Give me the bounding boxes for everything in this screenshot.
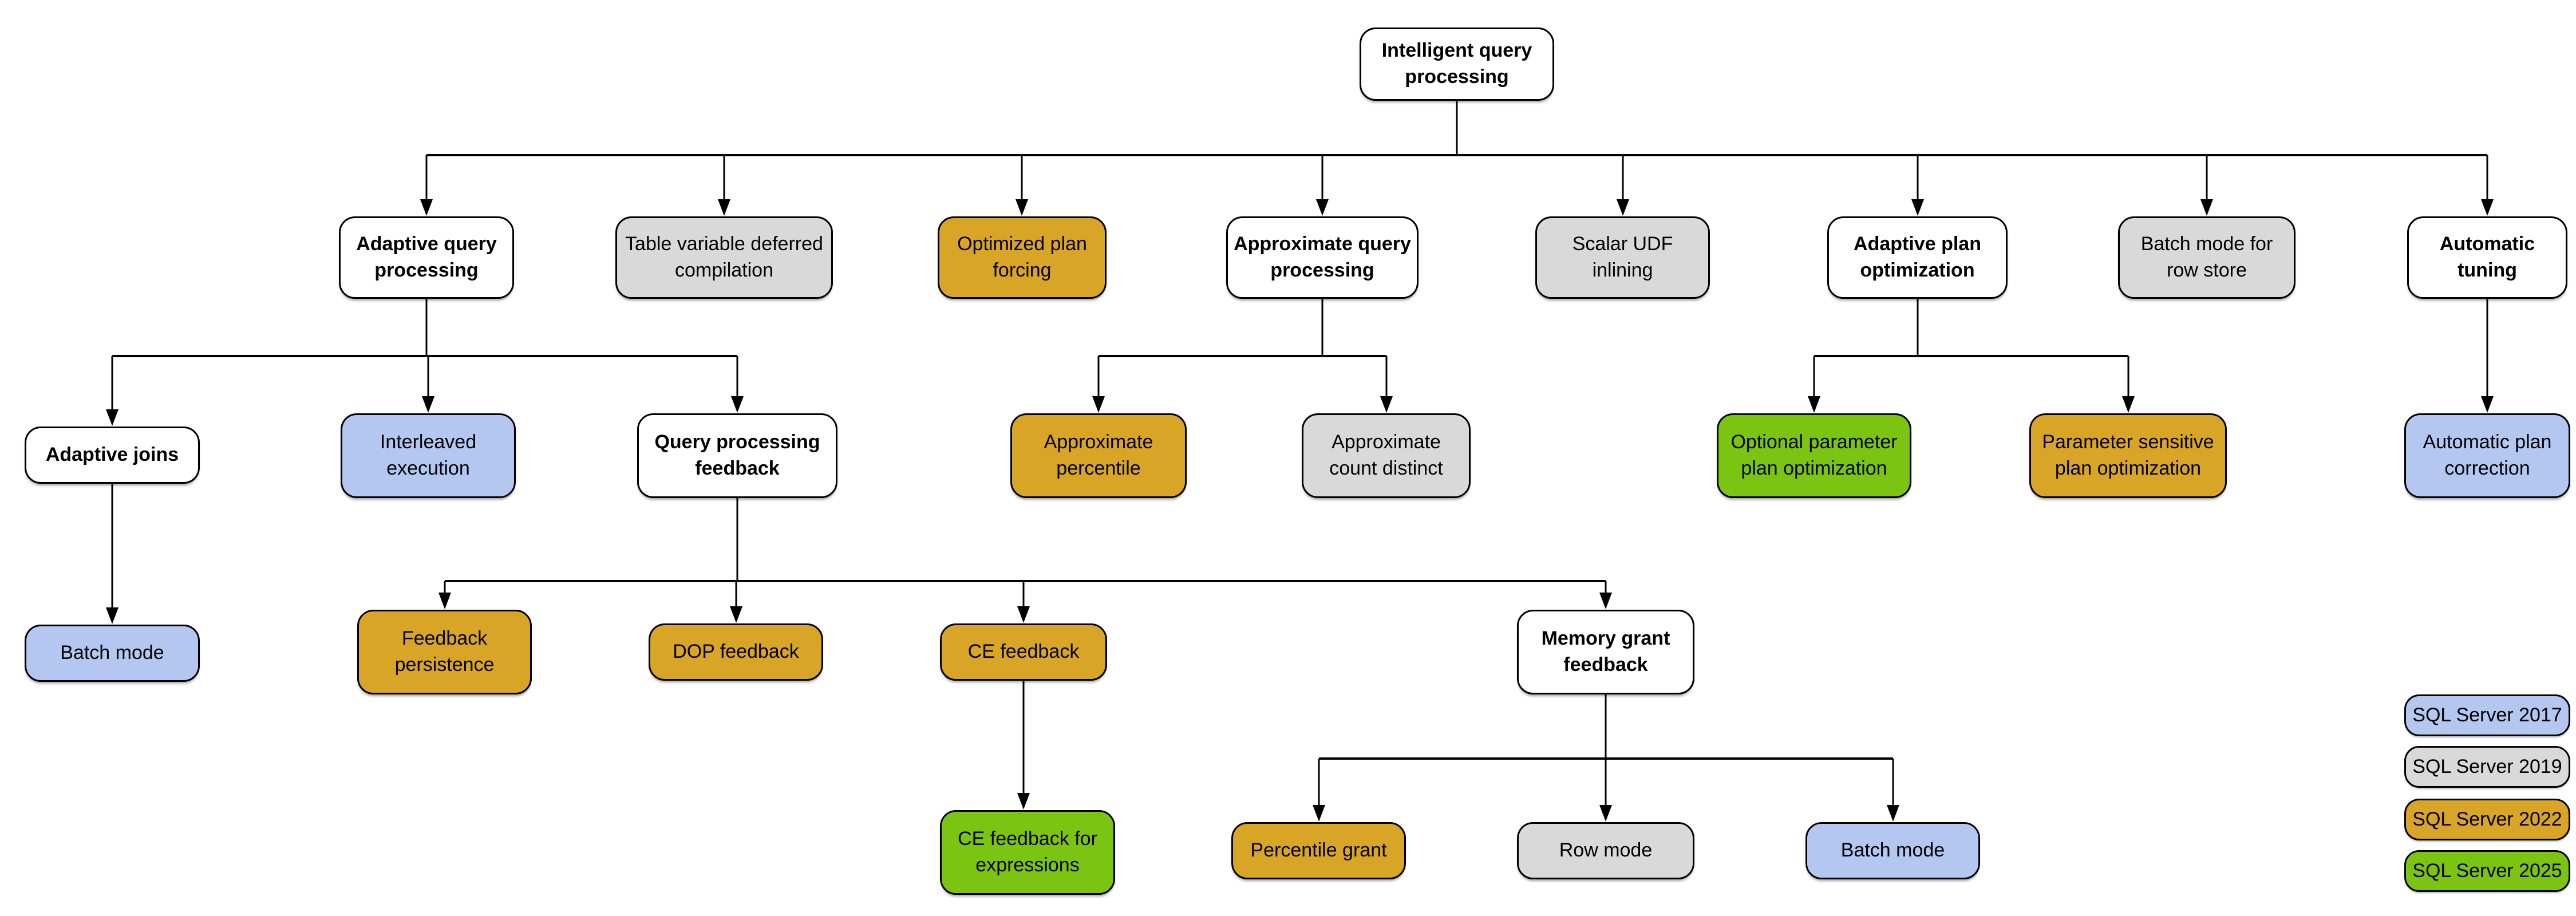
node-feedback-persistence: Feedback persistence <box>357 610 532 694</box>
node-adaptive-query-processing: Adaptive query processing <box>339 216 514 299</box>
node-intelligent-query-processing: Intelligent query processing <box>1360 27 1554 101</box>
connector-memory-grant-feedback-children <box>1313 694 1899 822</box>
node-adaptive-plan-optimization: Adaptive plan optimization <box>1827 216 2008 299</box>
node-batch-mode-for-row-store: Batch mode for row store <box>2118 216 2296 299</box>
node-approximate-percentile: Approximate percentile <box>1010 413 1187 498</box>
node-parameter-sensitive-plan-optimization: Parameter sensitive plan optimization <box>2029 413 2227 498</box>
node-table-variable-deferred-compilation: Table variable deferred compilation <box>615 216 833 299</box>
connector-query-processing-feedback-children <box>438 498 1612 623</box>
node-adaptive-joins: Adaptive joins <box>25 427 200 484</box>
node-approximate-count-distinct: Approximate count distinct <box>1302 413 1471 498</box>
connector-ce-feedback-child <box>1017 681 1030 810</box>
node-automatic-tuning: Automatic tuning <box>2407 216 2567 299</box>
node-ce-feedback-for-expressions: CE feedback for expressions <box>940 810 1115 895</box>
connector-adaptive-query-processing-children <box>106 299 744 426</box>
node-optimized-plan-forcing: Optimized plan forcing <box>938 216 1107 299</box>
node-query-processing-feedback: Query processing feedback <box>637 413 837 498</box>
connector-adaptive-joins-child <box>106 484 118 624</box>
node-batch-mode-adaptive-joins: Batch mode <box>25 625 200 682</box>
legend-item-sql-server-2017: SQL Server 2017 <box>2404 694 2570 736</box>
node-ce-feedback: CE feedback <box>940 623 1107 681</box>
node-dop-feedback: DOP feedback <box>649 623 823 681</box>
node-percentile-grant: Percentile grant <box>1231 822 1406 879</box>
legend-item-sql-server-2022: SQL Server 2022 <box>2404 799 2570 840</box>
legend-item-sql-server-2025: SQL Server 2025 <box>2404 850 2570 892</box>
node-memory-grant-feedback: Memory grant feedback <box>1517 610 1694 694</box>
connector-automatic-tuning-child <box>2481 299 2494 413</box>
node-optional-parameter-plan-optimization: Optional parameter plan optimization <box>1717 413 1911 498</box>
node-approximate-query-processing: Approximate query processing <box>1226 216 1419 299</box>
legend-item-sql-server-2019: SQL Server 2019 <box>2404 746 2570 788</box>
connector-root-to-level2 <box>420 101 2494 216</box>
node-row-mode: Row mode <box>1517 822 1694 879</box>
connector-adaptive-plan-optimization-children <box>1808 299 2135 413</box>
node-automatic-plan-correction: Automatic plan correction <box>2404 413 2570 498</box>
connector-approximate-query-processing-children <box>1092 299 1393 413</box>
node-interleaved-execution: Interleaved execution <box>341 413 516 498</box>
node-batch-mode-memory-grant: Batch mode <box>1805 822 1980 879</box>
node-scalar-udf-inlining: Scalar UDF inlining <box>1535 216 1710 299</box>
